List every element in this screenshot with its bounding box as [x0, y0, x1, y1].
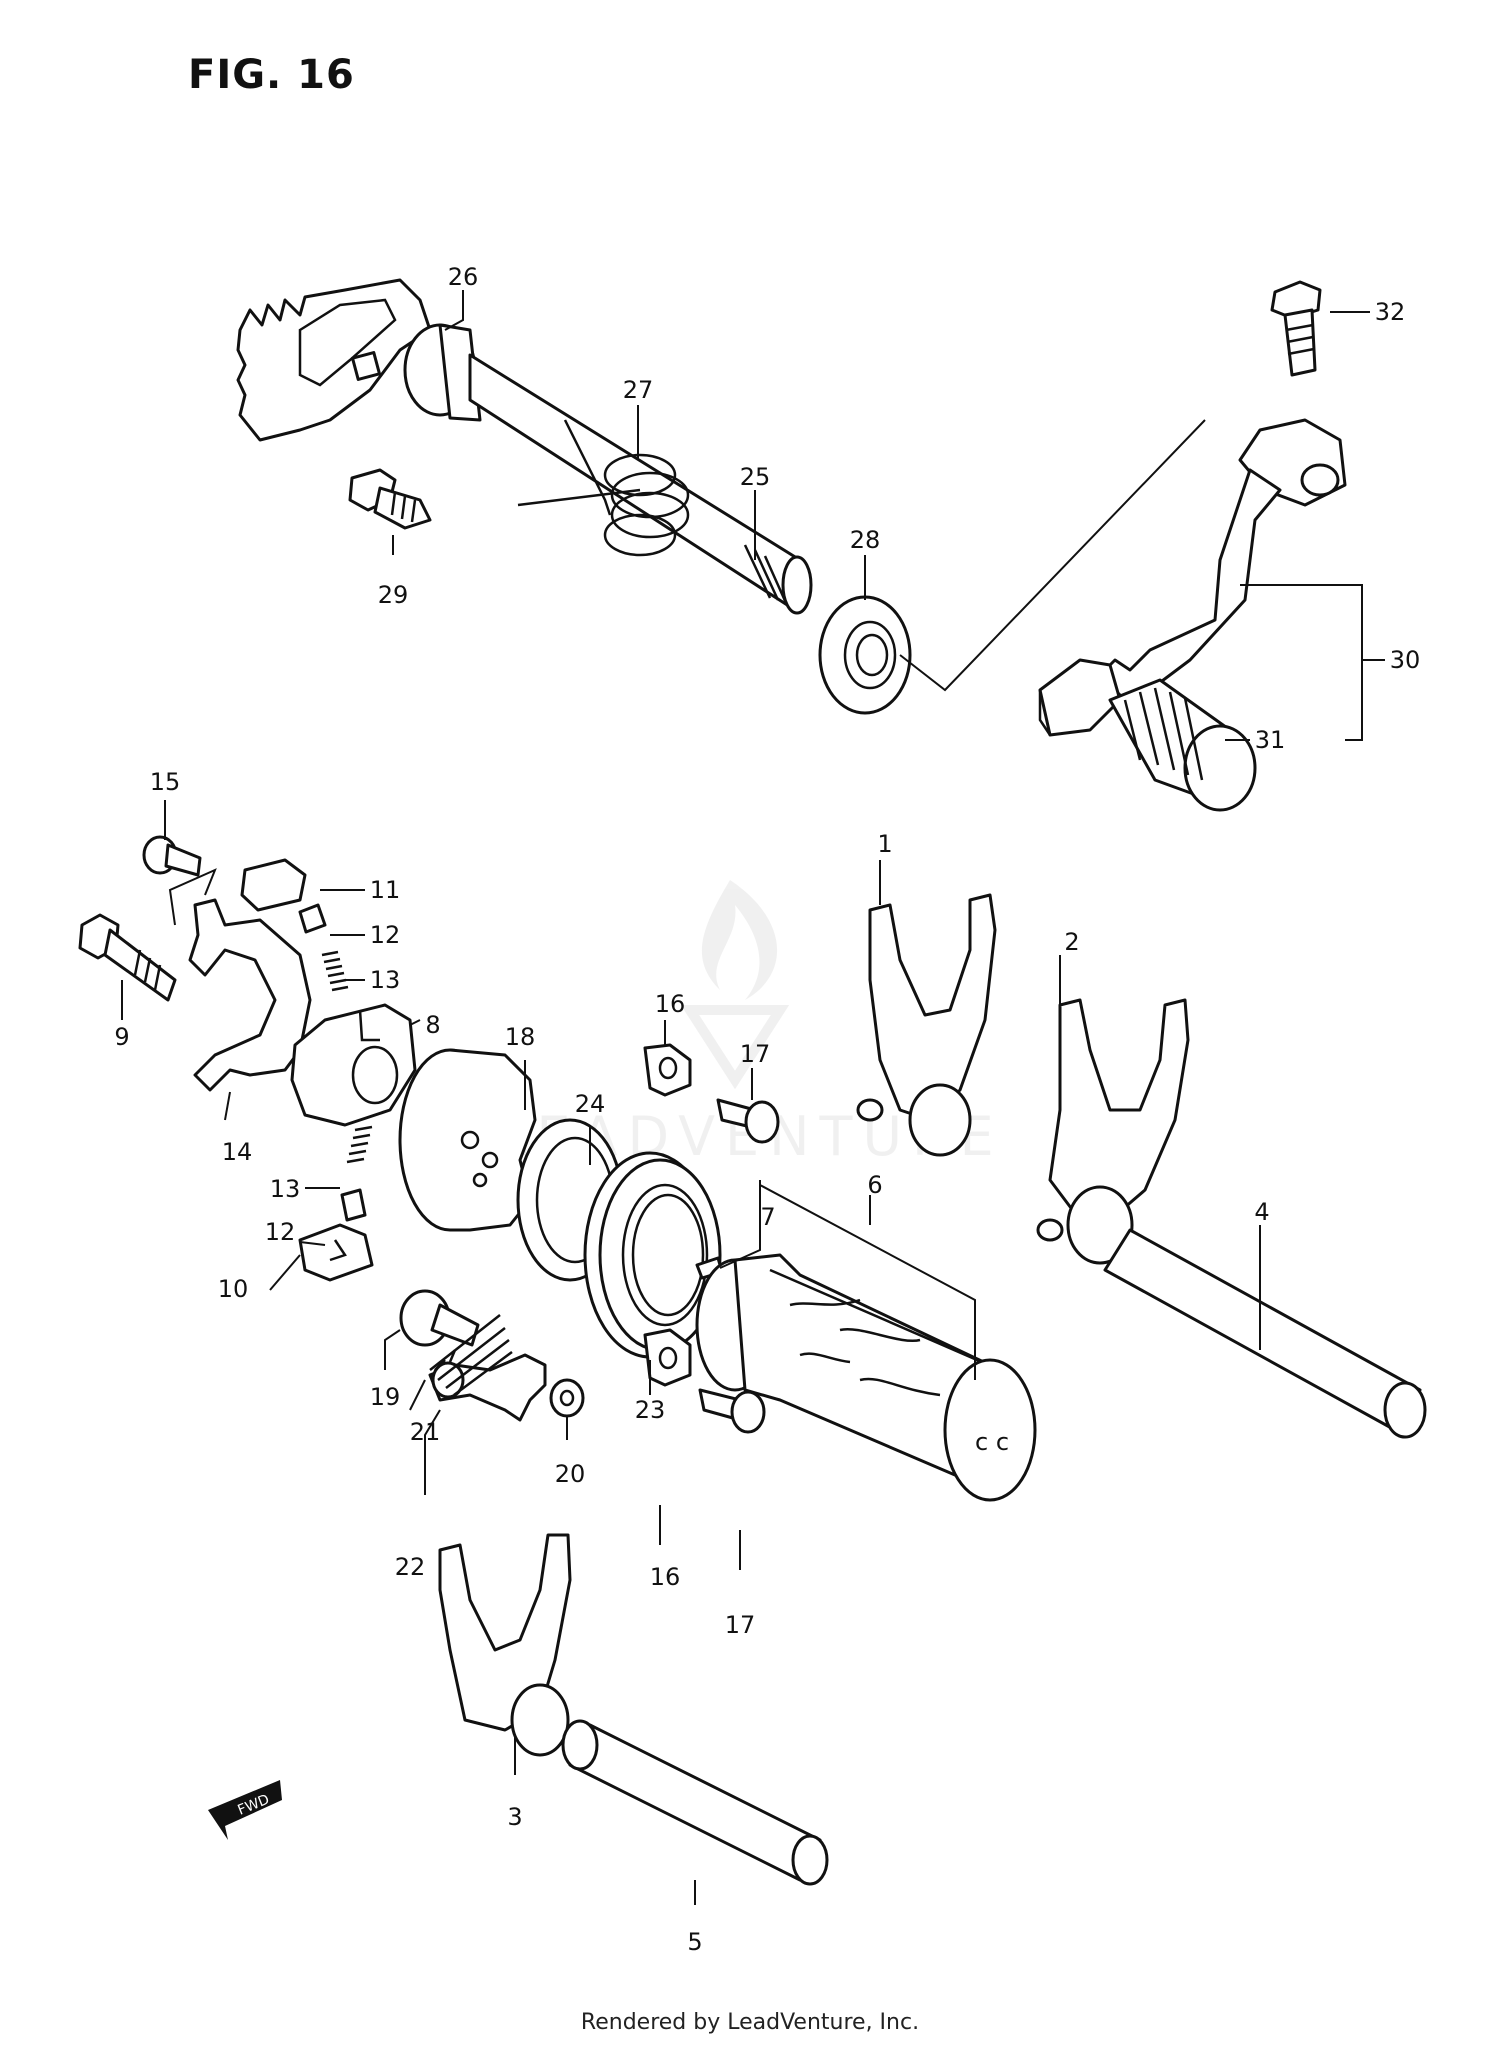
- callout-7: 7: [760, 1203, 775, 1231]
- part-9-bolt: [78, 913, 177, 1002]
- part-3-shift-fork: [438, 1533, 572, 1757]
- callout-9: 9: [114, 1023, 129, 1051]
- callout-12-upper: 12: [370, 921, 401, 949]
- part-11-pawl: [240, 858, 307, 912]
- part-12-pin-upper: [298, 903, 327, 934]
- callout-16-upper: 16: [655, 990, 686, 1018]
- part-14-cam-stopper: [188, 898, 312, 1092]
- part-31-gearshift-rubber: [1108, 678, 1257, 812]
- callout-8: 8: [425, 1011, 440, 1039]
- part-22-spring: [429, 1314, 513, 1397]
- part-27-return-spring: [517, 419, 690, 557]
- callout-17-upper: 17: [740, 1040, 771, 1068]
- part-12-pin-lower: [340, 1188, 367, 1222]
- callout-29: 29: [378, 581, 409, 609]
- part-18-gearshift-cam: [398, 1048, 537, 1232]
- callout-18: 18: [505, 1023, 536, 1051]
- part-1-shift-fork: [856, 893, 997, 1157]
- callout-21: 21: [410, 1418, 441, 1446]
- assembly-line: [899, 419, 1206, 692]
- svg-text:c c: c c: [975, 1428, 1009, 1456]
- part-16-plate-upper: [643, 1043, 692, 1097]
- callout-20: 20: [555, 1460, 586, 1488]
- callout-22: 22: [395, 1553, 426, 1581]
- part-13-spring-upper: [321, 950, 349, 992]
- footer-credit: Rendered by LeadVenture, Inc.: [580, 2010, 920, 2035]
- callout-15: 15: [150, 768, 181, 796]
- part-23-bearing: [583, 1151, 722, 1359]
- callout-27: 27: [623, 376, 654, 404]
- callout-19: 19: [370, 1383, 401, 1411]
- callout-30: 30: [1390, 646, 1421, 674]
- callout-26: 26: [448, 263, 479, 291]
- callout-labels: 26 27 25 28 29 32 30 31 15 11 12 13 8 9 …: [114, 263, 1420, 1956]
- fwd-label: FWD: [236, 1792, 272, 1819]
- callout-13-lower: 13: [270, 1175, 301, 1203]
- callout-28: 28: [850, 526, 881, 554]
- part-10-pawl: [298, 1223, 374, 1282]
- part-21-stopper-arm: [428, 1353, 547, 1422]
- part-5-fork-shaft: [561, 1719, 829, 1886]
- callout-3: 3: [507, 1803, 522, 1831]
- callout-13-upper: 13: [370, 966, 401, 994]
- part-17-screw-upper: [716, 1098, 780, 1144]
- callout-23: 23: [635, 1396, 666, 1424]
- leader-lines: [121, 290, 1385, 1905]
- callout-17-lower: 17: [725, 1611, 756, 1639]
- part-20-washer: [549, 1378, 585, 1418]
- callout-2: 2: [1064, 928, 1079, 956]
- part-6-cam-drum: c c: [695, 1253, 1037, 1502]
- fwd-direction-arrow: FWD: [208, 1780, 282, 1840]
- part-30-gearshift-lever: [1038, 418, 1347, 737]
- part-8-cam-driven-gear: [290, 1003, 417, 1127]
- callout-25: 25: [740, 463, 771, 491]
- callout-16-lower: 16: [650, 1563, 681, 1591]
- part-26-gearshift-shaft: [236, 278, 813, 615]
- callout-4: 4: [1254, 1198, 1269, 1226]
- part-2-shift-fork: [1036, 998, 1190, 1265]
- callout-1: 1: [877, 830, 892, 858]
- callout-10: 10: [218, 1275, 249, 1303]
- callout-14: 14: [222, 1138, 253, 1166]
- part-4-fork-shaft: [1103, 1228, 1427, 1439]
- part-15-screw: [142, 835, 202, 877]
- callout-31: 31: [1255, 726, 1286, 754]
- part-32-bolt: [1270, 280, 1322, 377]
- callout-24: 24: [575, 1090, 606, 1118]
- figure-title: FIG. 16: [188, 52, 355, 98]
- part-16-plate-lower: [643, 1328, 692, 1387]
- callout-6: 6: [867, 1171, 882, 1199]
- part-19-bolt: [399, 1289, 480, 1347]
- part-28-oil-seal: [818, 595, 912, 715]
- callout-5: 5: [687, 1928, 702, 1956]
- part-29-pin: [348, 468, 432, 530]
- callout-12-lower: 12: [265, 1218, 296, 1246]
- callout-32: 32: [1375, 298, 1406, 326]
- part-17-screw-lower: [698, 1388, 766, 1434]
- part-13-spring-lower: [346, 1125, 373, 1164]
- callout-11: 11: [370, 876, 401, 904]
